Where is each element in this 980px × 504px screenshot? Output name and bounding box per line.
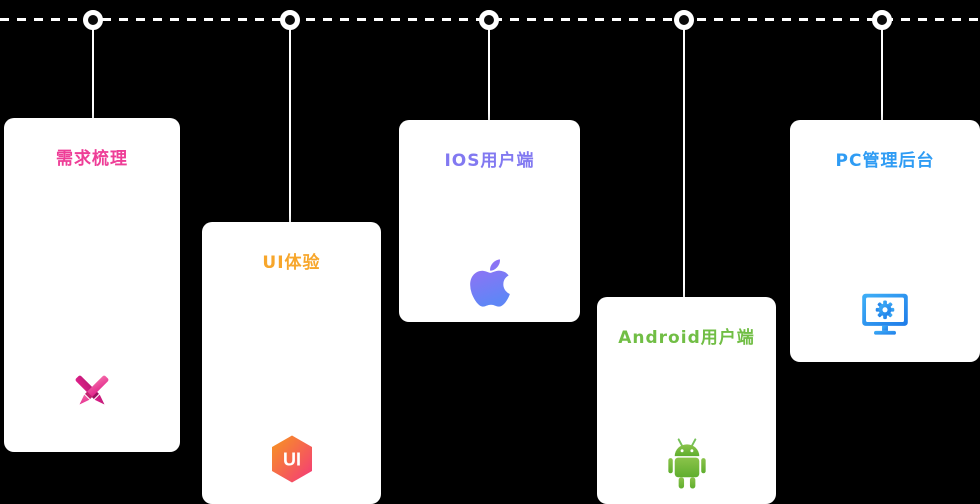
apple-icon	[468, 256, 512, 310]
card-android-client: Android用户端	[597, 297, 776, 504]
timeline-node	[280, 10, 300, 30]
card-requirements: 需求梳理	[4, 118, 180, 452]
connector-line	[289, 29, 291, 222]
android-icon	[662, 436, 712, 490]
svg-text:UI: UI	[283, 450, 301, 470]
card-title: 需求梳理	[56, 149, 128, 169]
pc-monitor-icon	[858, 288, 912, 340]
card-title: PC管理后台	[835, 151, 935, 171]
card-pc-admin: PC管理后台	[790, 120, 980, 362]
timeline-node	[674, 10, 694, 30]
card-ui-experience: UI体验 UI	[202, 222, 381, 504]
connector-line	[881, 29, 883, 120]
timeline-node	[479, 10, 499, 30]
timeline-node	[872, 10, 892, 30]
ui-hexagon-icon: UI	[267, 434, 317, 484]
pen-cross-icon	[66, 366, 118, 418]
connector-line	[683, 29, 685, 297]
card-ios-client: IOS用户端	[399, 120, 580, 322]
timeline-node	[83, 10, 103, 30]
card-title: IOS用户端	[444, 151, 535, 171]
connector-line	[488, 29, 490, 120]
card-title: UI体验	[262, 253, 321, 273]
connector-line	[92, 29, 94, 118]
card-title: Android用户端	[618, 328, 755, 348]
